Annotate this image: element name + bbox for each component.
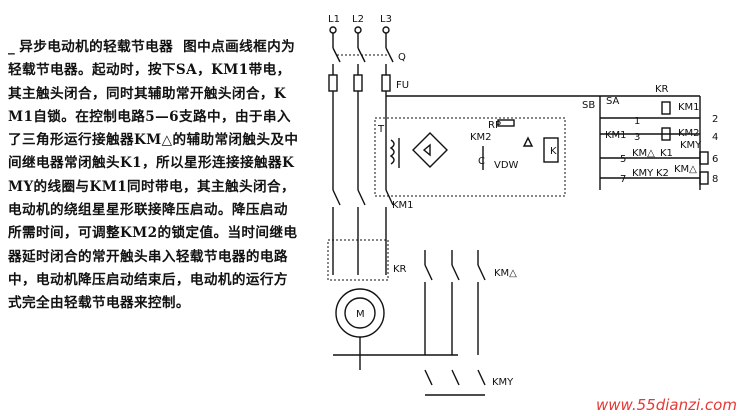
capacitor-label: C	[478, 156, 485, 167]
saver-frame	[374, 117, 566, 197]
stop-button-label: SB	[582, 100, 595, 111]
node-8: 8	[712, 174, 718, 185]
site-watermark: www.55dianzi.com	[596, 396, 737, 414]
motor-winding-frame	[327, 239, 389, 281]
node-2: 2	[712, 114, 718, 125]
fuse-3	[381, 74, 391, 92]
node-3: 3	[634, 132, 640, 143]
article-title: 异步电动机的轻载节电器	[19, 39, 174, 55]
fuse-1	[328, 74, 338, 92]
coil-kmy	[699, 151, 709, 165]
node-5: 5	[620, 154, 626, 165]
fuse-2	[353, 74, 363, 92]
transformer-label: T	[377, 124, 385, 135]
relay-k-coil	[543, 137, 559, 163]
breaker-contact-1	[332, 47, 341, 63]
ctrl-kr-label: KR	[655, 84, 669, 95]
phase-label-l3: L3	[380, 14, 392, 25]
terminal-l1	[329, 26, 337, 34]
coil-kmy-label: KMY	[680, 140, 702, 151]
phase-label-l1: L1	[328, 14, 340, 25]
coil-km1-label: KM1	[678, 102, 700, 113]
node-6: 6	[712, 154, 718, 165]
potentiometer	[497, 119, 515, 127]
ctrl-kmdelta2-label: KM△	[674, 164, 697, 175]
terminal-l3	[382, 26, 390, 34]
description-text: _异步电动机的轻载节电器图中点画线框内为轻载节电器。起动时，按下SA，KM1带电…	[8, 36, 300, 316]
terminal-l2	[354, 26, 362, 34]
ctrl-k2-label: K2	[656, 168, 669, 179]
ctrl-kmdelta-label: KM△	[632, 148, 655, 159]
bridge-rectifier	[412, 132, 448, 168]
motor-inner	[344, 297, 376, 329]
ctrl-kmy-nc-label: KMY	[632, 168, 654, 179]
fuse-label: FU	[396, 80, 409, 91]
main-contactor-label: KM1	[392, 200, 414, 211]
node-7: 7	[620, 174, 626, 185]
star-contactor-label: KMY	[492, 377, 514, 388]
overload-label: KR	[393, 264, 407, 275]
phase-label-l2: L2	[352, 14, 364, 25]
coil-km1	[661, 101, 671, 115]
vdw-label: VDW	[494, 160, 519, 171]
ctrl-km1-label: KM1	[605, 130, 627, 141]
start-button-label: SA	[606, 96, 620, 107]
article-body: 图中点画线框内为轻载节电器。起动时，按下SA，KM1带电，其主触头闭合，同时其辅…	[8, 39, 299, 312]
node-4: 4	[712, 132, 718, 143]
breaker-label: Q	[398, 52, 406, 63]
relay-km2-label: KM2	[470, 132, 492, 143]
node-1: 1	[634, 116, 640, 127]
coil-kmdelta	[699, 171, 709, 185]
pot-label: RP	[488, 120, 501, 131]
delta-contactor-label: KM△	[494, 268, 517, 279]
lead-mark: _	[8, 39, 16, 55]
relay-k-label: K	[550, 146, 557, 157]
motor-label: M	[356, 309, 365, 320]
transformer-coil	[389, 139, 395, 165]
ctrl-k1-label: K1	[660, 148, 673, 159]
zener-diode	[522, 136, 534, 147]
